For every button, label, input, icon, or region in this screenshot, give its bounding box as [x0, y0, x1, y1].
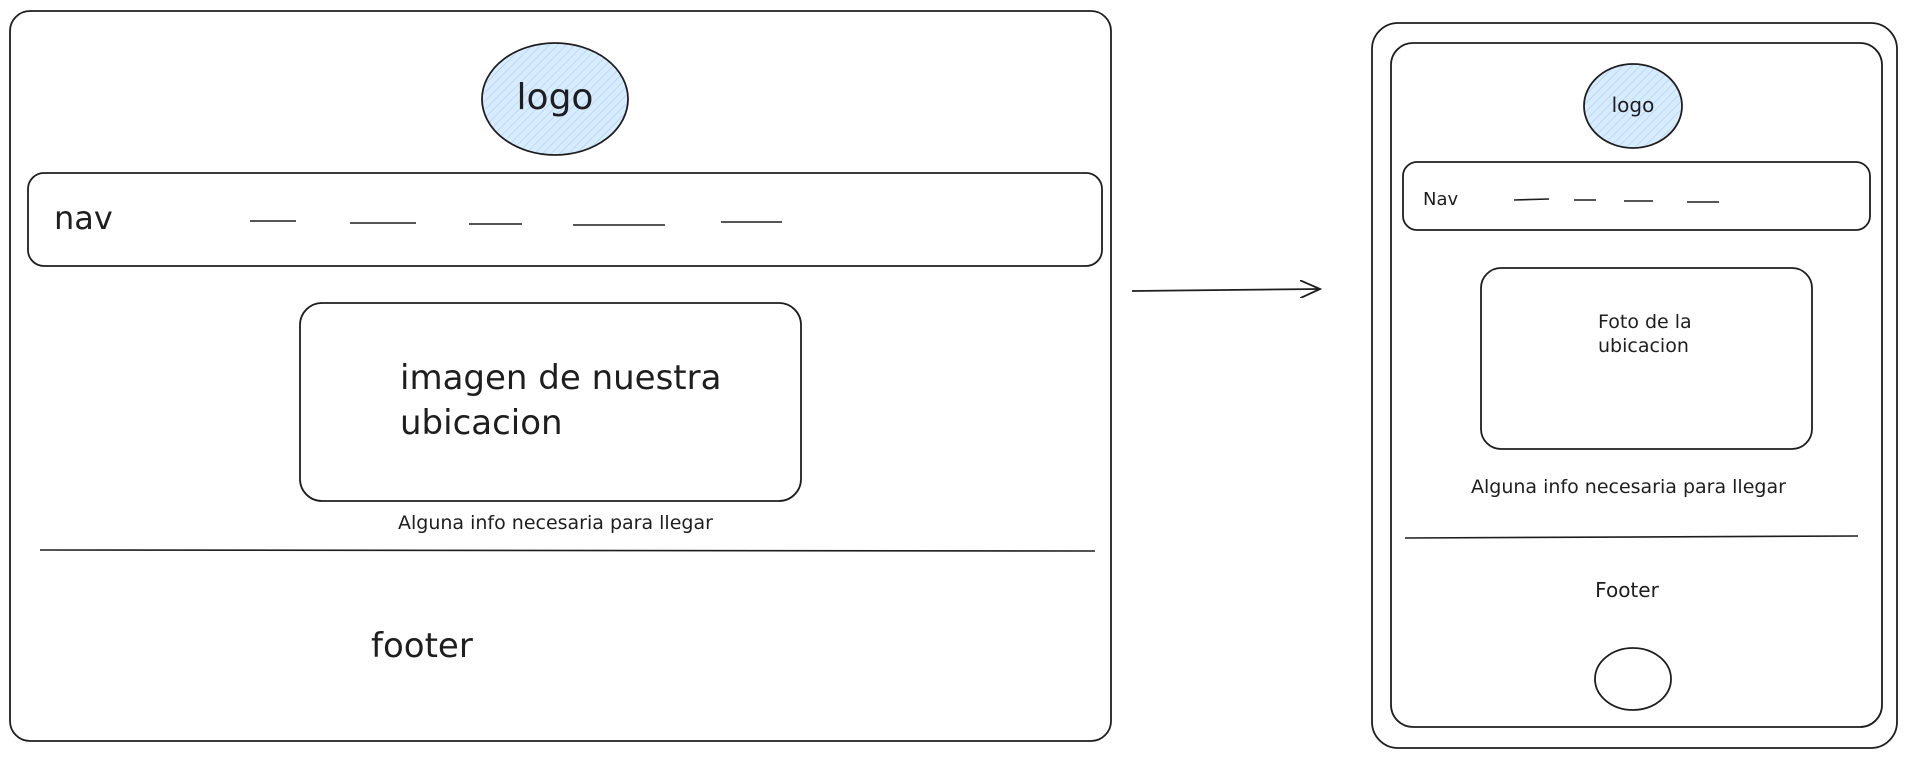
image-placeholder-box [299, 302, 802, 502]
logo-ellipse [481, 42, 629, 156]
image-label-line2: ubicacion [1598, 335, 1689, 357]
nav-link-placeholder[interactable] [1513, 198, 1550, 201]
desktop-logo: logo [481, 42, 629, 156]
footer-divider [39, 549, 1096, 552]
mobile-location-image: Foto de la ubicacion [1480, 267, 1813, 450]
directions-caption: Alguna info necesaria para llegar [398, 512, 713, 534]
nav-bar-box [1402, 161, 1871, 231]
directions-caption: Alguna info necesaria para llegar [1471, 476, 1786, 498]
image-label-line1: imagen de nuestra [400, 358, 721, 398]
tablet-outer-frame [1371, 22, 1898, 749]
desktop-wireframe: logo nav imagen de nuestra ubicacion Alg… [9, 10, 1112, 742]
nav-label: nav [54, 199, 113, 237]
desktop-location-image: imagen de nuestra ubicacion [299, 302, 802, 502]
nav-label: Nav [1423, 189, 1458, 210]
mobile-nav-bar: Nav [1402, 161, 1871, 231]
tablet-screen [1390, 42, 1883, 728]
footer-label: footer [371, 626, 473, 666]
logo-label: logo [517, 77, 594, 118]
nav-bar-box [27, 172, 1103, 267]
desktop-nav-bar: nav [27, 172, 1103, 267]
home-button[interactable] [1594, 647, 1672, 711]
footer-label: Footer [1595, 578, 1659, 602]
image-label-line1: Foto de la [1598, 311, 1692, 333]
mobile-logo: logo [1583, 63, 1683, 149]
image-placeholder-box [1480, 267, 1813, 450]
logo-label: logo [1612, 93, 1655, 117]
image-label-line2: ubicacion [400, 403, 563, 443]
logo-ellipse [1583, 63, 1683, 149]
footer-divider [1404, 535, 1859, 539]
desktop-frame [9, 10, 1112, 742]
mobile-wireframe: logo Nav Foto de la ubicacion Alguna inf… [1371, 22, 1898, 749]
transition-arrow [1131, 289, 1320, 291]
